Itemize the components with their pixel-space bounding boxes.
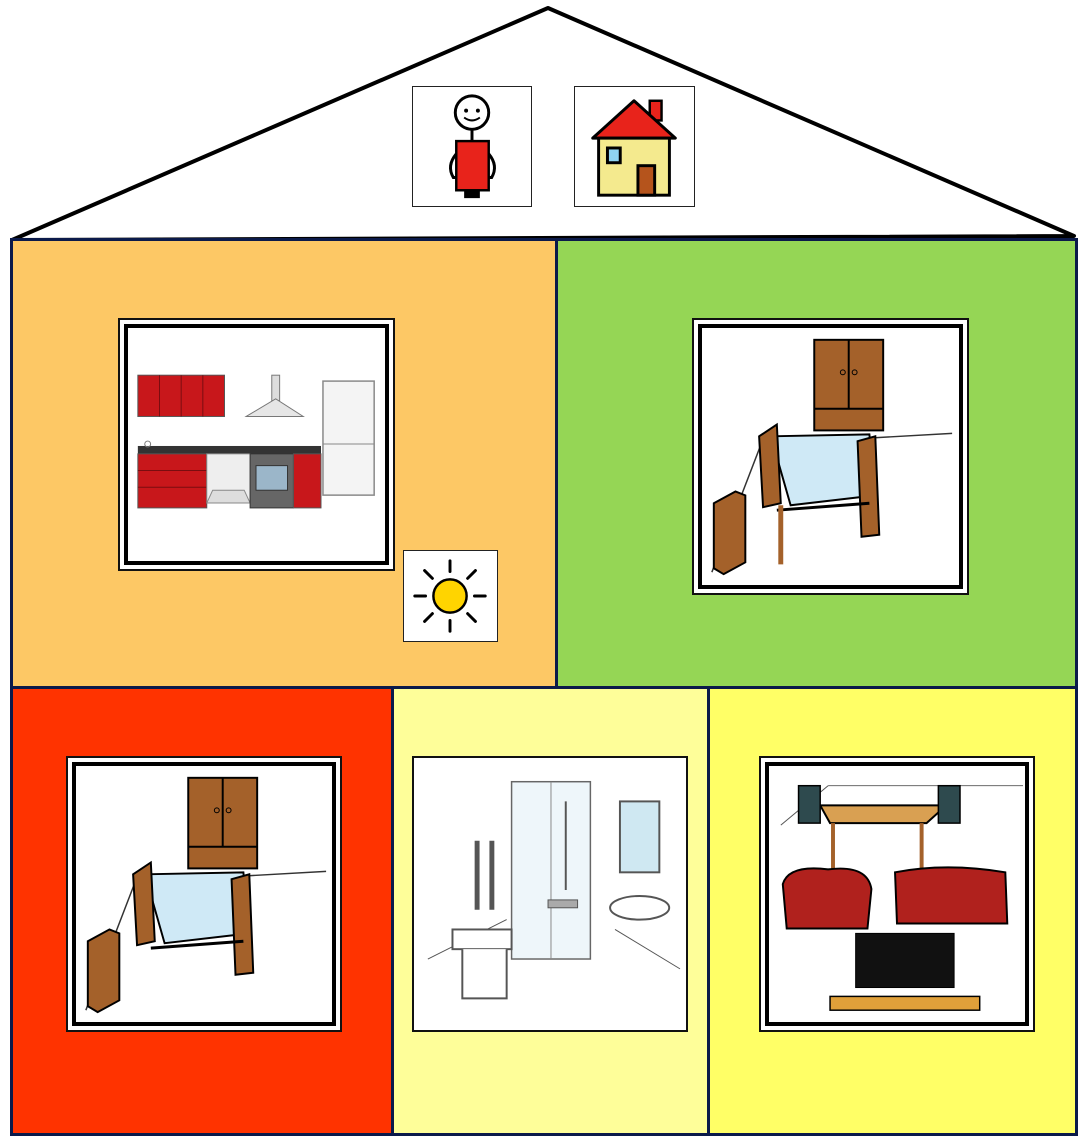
bathroom-icon [412, 756, 688, 1032]
roof [0, 0, 1078, 245]
person-holding-card-icon [412, 86, 532, 207]
bedroom-icon [66, 756, 342, 1032]
sun-icon [403, 550, 498, 642]
house-icon [574, 86, 695, 207]
bedroom-icon [692, 318, 969, 595]
kitchen-icon [118, 318, 395, 571]
living-room-icon [759, 756, 1035, 1032]
